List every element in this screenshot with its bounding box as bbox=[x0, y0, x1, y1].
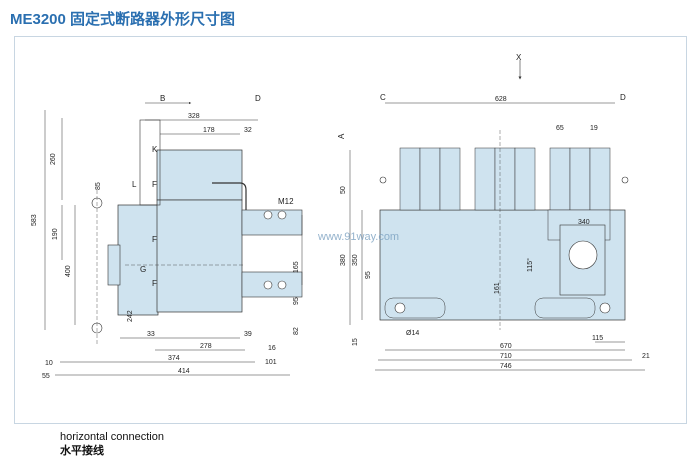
dim-242: 242 bbox=[127, 310, 134, 322]
label-C: C bbox=[380, 93, 386, 102]
front-view: X C D 628 65 19 A 50 380 350 95 15 340 1… bbox=[337, 53, 650, 371]
dim-50: 50 bbox=[340, 186, 347, 194]
dim-583: 583 bbox=[31, 214, 38, 226]
dim-710: 710 bbox=[500, 353, 512, 360]
page-title: ME3200 固定式断路器外形尺寸图 bbox=[10, 11, 236, 28]
drawing-frame bbox=[14, 36, 687, 424]
side-view-front-panel bbox=[117, 204, 159, 316]
side-view-body bbox=[156, 199, 243, 313]
label-L: L bbox=[132, 180, 137, 189]
dim-101: 101 bbox=[265, 359, 277, 366]
dim-hole-14: Ø14 bbox=[406, 330, 419, 337]
dim-19: 19 bbox=[590, 125, 598, 132]
dim-32: 32 bbox=[244, 127, 252, 134]
dim-414: 414 bbox=[178, 368, 190, 375]
label-D-side: D bbox=[255, 94, 261, 103]
side-view-top-block bbox=[156, 149, 243, 201]
dim-15: 15 bbox=[352, 338, 359, 346]
dim-400: 400 bbox=[65, 265, 72, 277]
caption-cn: 水平接线 bbox=[60, 445, 104, 457]
dim-10: 10 bbox=[45, 360, 53, 367]
front-view-dial bbox=[568, 240, 598, 270]
dim-340: 340 bbox=[578, 219, 590, 226]
side-view: B D 328 178 32 583 260 190 400 85 L K F … bbox=[31, 94, 303, 380]
dim-628: 628 bbox=[495, 96, 507, 103]
dim-39: 39 bbox=[244, 331, 252, 338]
watermark: www.91way.com bbox=[317, 231, 399, 243]
caption: horizontal connection 水平接线 bbox=[60, 430, 164, 458]
label-F-1: F bbox=[152, 180, 157, 189]
dim-161: 161 bbox=[494, 282, 501, 294]
label-M12: M12 bbox=[278, 197, 294, 206]
dim-670: 670 bbox=[500, 343, 512, 350]
dim-380: 380 bbox=[340, 254, 347, 266]
label-G: G bbox=[140, 265, 146, 274]
label-X: X bbox=[516, 53, 522, 62]
dim-278: 278 bbox=[200, 343, 212, 350]
dim-374: 374 bbox=[168, 355, 180, 362]
dim-33: 33 bbox=[147, 331, 155, 338]
dim-165: 165 bbox=[293, 261, 300, 273]
label-D-front: D bbox=[620, 93, 626, 102]
dim-82: 82 bbox=[293, 327, 300, 335]
dim-178: 178 bbox=[203, 127, 215, 134]
caption-en: horizontal connection bbox=[60, 431, 164, 443]
label-K: K bbox=[152, 145, 158, 154]
label-A: A bbox=[337, 133, 346, 139]
dim-190: 190 bbox=[52, 228, 59, 240]
label-F-2: F bbox=[152, 235, 157, 244]
side-view-handle bbox=[212, 182, 247, 210]
label-B: B bbox=[160, 94, 165, 103]
dim-95-side: 95 bbox=[293, 297, 300, 305]
dim-85: 85 bbox=[95, 182, 102, 190]
dim-746: 746 bbox=[500, 363, 512, 370]
dim-328: 328 bbox=[188, 113, 200, 120]
dim-95-front: 95 bbox=[365, 271, 372, 279]
dim-65: 65 bbox=[556, 125, 564, 132]
dim-350: 350 bbox=[352, 254, 359, 266]
dim-260: 260 bbox=[50, 153, 57, 165]
dim-55: 55 bbox=[42, 373, 50, 380]
label-F-3: F bbox=[152, 279, 157, 288]
dim-16: 16 bbox=[268, 345, 276, 352]
dim-21: 21 bbox=[642, 353, 650, 360]
side-view-base-plate bbox=[107, 244, 121, 286]
dim-angle-115: 115° bbox=[526, 258, 534, 272]
dim-115: 115 bbox=[592, 335, 603, 342]
